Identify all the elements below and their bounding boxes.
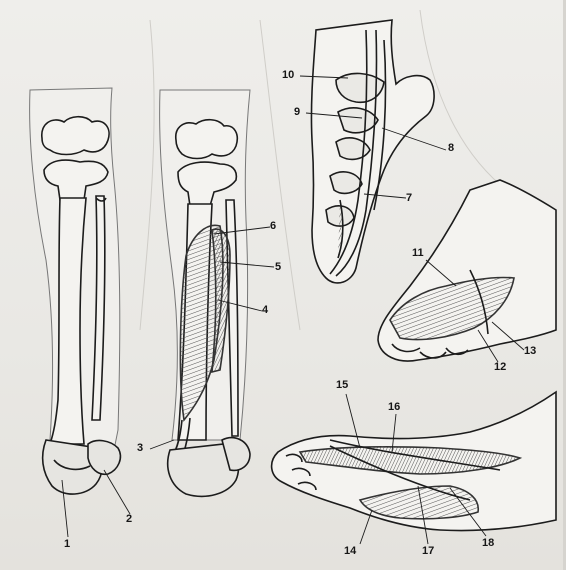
label-5: 5 [275,262,281,273]
label-7: 7 [406,193,412,204]
label-18: 18 [482,538,494,549]
label-4: 4 [262,305,268,316]
label-2: 2 [126,514,132,525]
leg-figure-muscles [160,90,250,496]
foot-side-figure [311,20,434,283]
foot-front-figure [378,180,556,361]
label-6: 6 [270,221,276,232]
leader-2 [104,470,130,514]
label-3: 3 [137,443,143,454]
label-11: 11 [412,248,424,259]
label-8: 8 [448,143,454,154]
label-9: 9 [294,107,300,118]
foot-top-figure [272,392,556,531]
label-17: 17 [422,546,434,557]
label-14: 14 [344,546,356,557]
label-10: 10 [282,70,294,81]
label-12: 12 [494,362,506,373]
leader-3 [150,440,174,449]
label-16: 16 [388,402,400,413]
label-1: 1 [64,539,70,550]
leg-figure-bones [30,88,121,494]
label-13: 13 [524,346,536,357]
label-15: 15 [336,380,348,391]
leader-14 [360,510,372,544]
